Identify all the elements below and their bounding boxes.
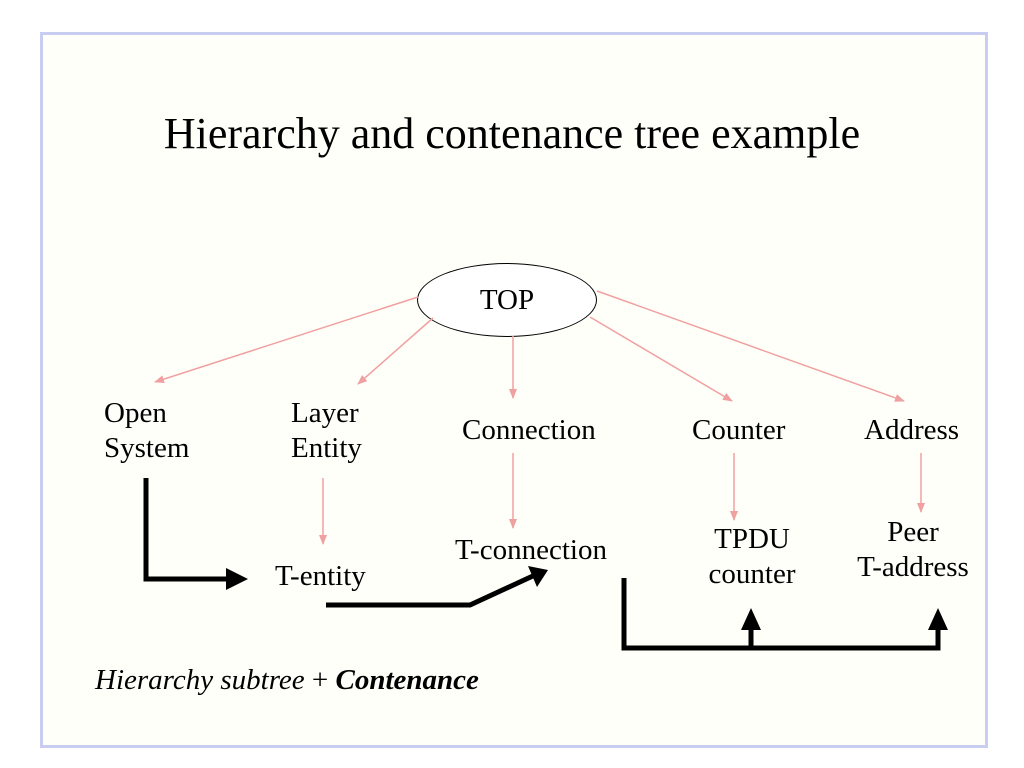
caption-plus: + [304,664,336,696]
node-address: Address [864,414,960,446]
contenance-arrowhead-tpdu [741,608,761,630]
node-peer-t-address-line2: T-address [857,550,969,583]
node-tpdu-counter: TPDU counter [690,522,814,592]
node-peer-t-address-line1: Peer [887,516,939,548]
node-open-system: Open System [104,396,189,466]
node-top: TOP [479,284,535,316]
contenance-open-system-to-t-entity [143,478,228,582]
node-layer-entity-line2: Entity [291,431,362,464]
arrow-top-to-address [596,290,905,402]
caption-hierarchy: Hierarchy subtree [95,664,305,696]
node-tpdu-counter-line2: counter [708,557,796,590]
contenance-t-entity-to-t-connection [326,572,537,608]
node-open-system-line2: System [104,431,190,464]
node-connection: Connection [462,414,596,446]
caption-contenance: Contenance [335,664,479,696]
caption: Hierarchy subtree + Contenance [95,664,479,697]
arrow-top-to-layer-entity [357,317,434,385]
page-title: Hierarchy and contenance tree example [163,109,861,158]
contenance-arrowhead-peer [928,608,948,630]
node-tpdu-counter-line1: TPDU [714,523,790,555]
arrow-top-to-open-system [154,296,419,384]
node-peer-t-address: Peer T-address [846,515,980,585]
node-counter: Counter [692,414,786,446]
node-t-connection: T-connection [455,534,607,566]
node-layer-entity: Layer Entity [291,396,362,466]
contenance-arrowhead-t-entity [226,568,248,590]
node-open-system-line1: Open [104,397,167,429]
contenance-arrowhead-t-connection [528,566,548,587]
contenance-t-connection-to-targets [621,578,941,651]
arrow-top-to-counter [589,316,733,402]
node-t-entity: T-entity [275,560,366,592]
top-node-ellipse [417,263,597,337]
node-layer-entity-line1: Layer [291,397,359,429]
